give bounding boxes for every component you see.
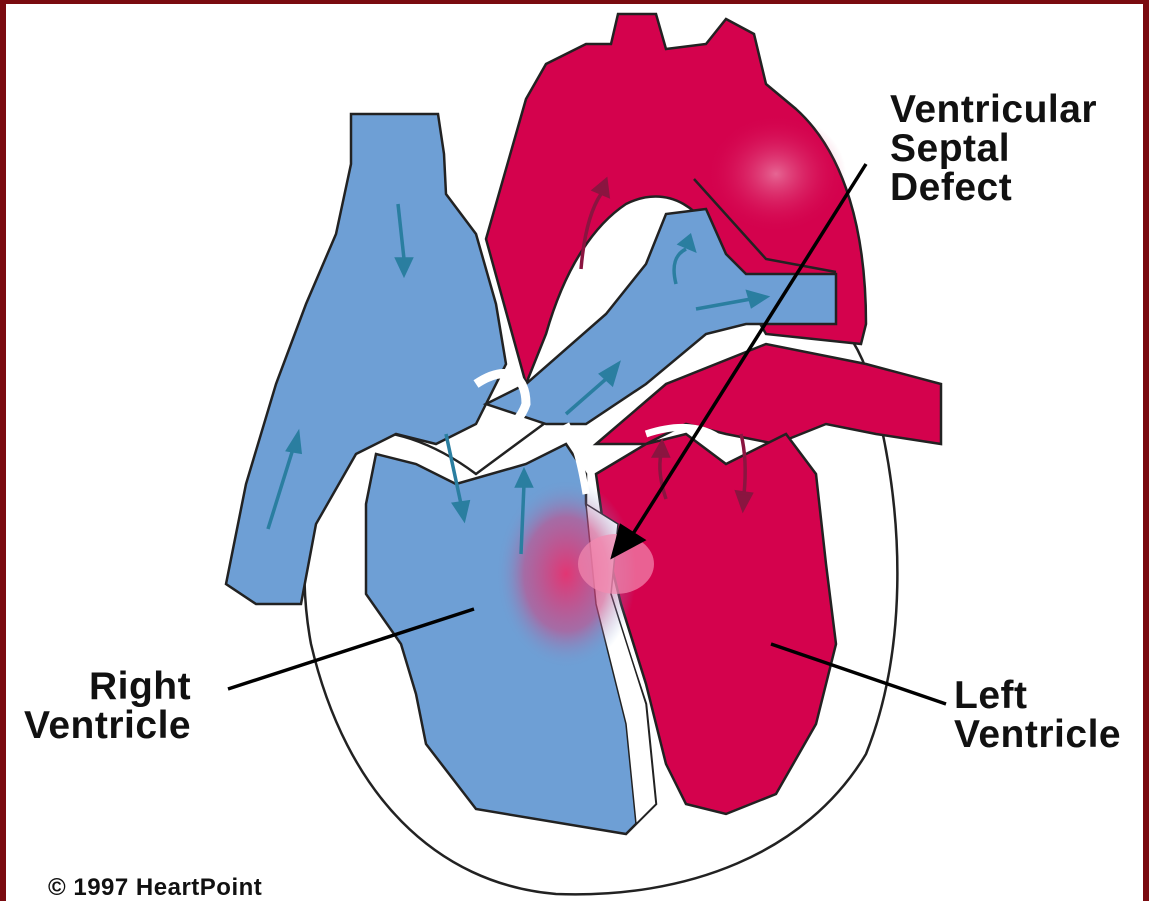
copyright-text: © 1997 HeartPoint <box>48 876 262 900</box>
right-ventricle-label: Right Ventricle <box>24 667 191 745</box>
left-ventricle-label: Left Ventricle <box>954 676 1121 754</box>
vsd-label: Ventricular Septal Defect <box>890 90 1097 207</box>
